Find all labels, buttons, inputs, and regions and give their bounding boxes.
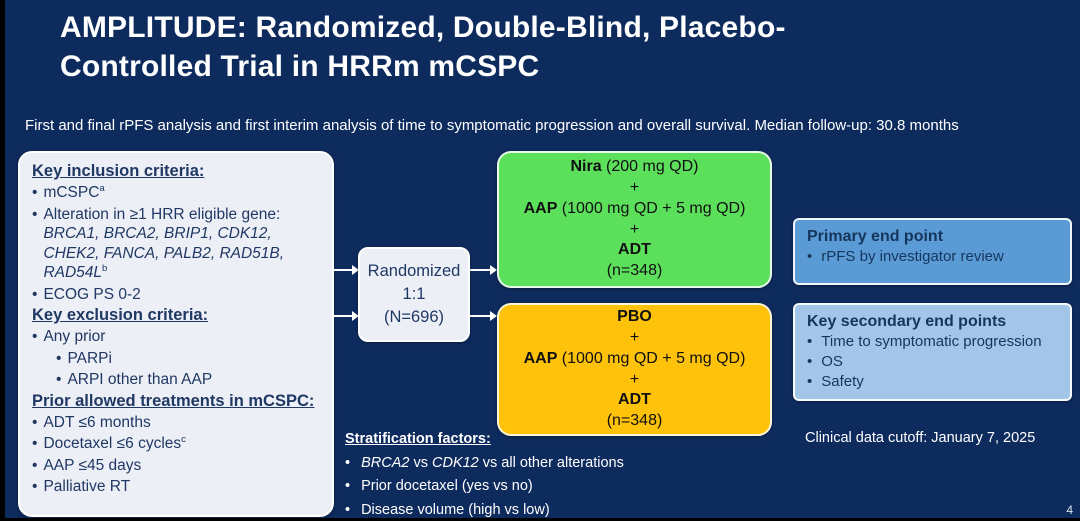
primary-endpoint-box: Primary end point •rPFS by investigator … [793, 218, 1072, 285]
arrow-criteria-to-randomization-bottom [334, 311, 359, 321]
bullet-item: •Docetaxel ≤6 cyclesc [32, 434, 186, 453]
text-line: + [629, 220, 640, 238]
inclusion-criteria-heading: Key inclusion criteria: [32, 162, 205, 180]
bullet-item: •ADT ≤6 months [32, 413, 151, 431]
text-line: AAP (1000 mg QD + 5 mg QD) [523, 349, 746, 367]
secondary-endpoints-heading: Key secondary end points [807, 313, 1007, 330]
criteria-panel: Key inclusion criteria: •mCSPCa •Alterati… [18, 151, 334, 517]
bullet-item: •mCSPCa [32, 182, 105, 201]
bullet-item: •rPFS by investigator review [807, 248, 1004, 265]
page-number: 4 [1066, 503, 1073, 517]
stratification-heading: Stratification factors: [345, 431, 491, 447]
bullet-item: •ARPI other than AAP [56, 371, 213, 389]
inclusion-criteria-list: •mCSPCa •Alteration in ≥1 HRR eligible ge… [32, 183, 324, 304]
primary-endpoint-heading: Primary end point [807, 228, 944, 245]
bottom-edge-band [0, 518, 1080, 521]
text-line: ADT [618, 391, 651, 409]
exclusion-criteria-list: •Any prior •PARPi •ARPI other than AAP [32, 327, 324, 390]
text-line: 1:1 [402, 284, 426, 303]
randomization-box: Randomized 1:1 (N=696) [358, 247, 470, 342]
text-line: ADT [618, 241, 651, 259]
text-line: + [629, 178, 640, 196]
slide-title-line1: AMPLITUDE: Randomized, Double-Blind, Pla… [60, 11, 786, 44]
bullet-item: •Prior docetaxel (yes vs no) [345, 478, 533, 495]
text-line: AAP (1000 mg QD + 5 mg QD) [523, 199, 746, 217]
prior-treatments-section: Prior allowed treatments in mCSPC: •ADT … [32, 392, 324, 497]
text-line: (n=348) [606, 412, 663, 430]
primary-endpoint-list: •rPFS by investigator review [807, 248, 1058, 267]
prior-treatments-heading: Prior allowed treatments in mCSPC: [32, 391, 315, 410]
exclusion-criteria-section: Key exclusion criteria: •Any prior •PARPi… [32, 306, 324, 390]
bullet-item: •ECOG PS 0-2 [32, 285, 141, 303]
arrow-criteria-to-randomization-top [334, 265, 359, 275]
slide-title: AMPLITUDE: Randomized, Double-Blind, Pla… [60, 8, 1020, 86]
bullet-item: •PARPi [56, 349, 112, 367]
bullet-item: •AAP ≤45 days [32, 456, 142, 474]
bullet-item: •OS [807, 352, 843, 370]
text-line: Randomized [367, 261, 461, 280]
arrow-randomization-to-pbo [470, 311, 497, 321]
slide-title-line2: Controlled Trial in HRRm mCSPC [60, 50, 540, 83]
inclusion-criteria-section: Key inclusion criteria: •mCSPCa •Alterati… [32, 162, 324, 304]
bullet-item: •Disease volume (high vs low) [345, 501, 550, 518]
stratification-list: •BRCA2 vs CDK12 vs all other alterations… [345, 454, 790, 519]
arrow-randomization-to-nira [470, 265, 497, 275]
bullet-item: •Safety [807, 372, 864, 390]
left-edge-band [0, 0, 5, 521]
text-line: Nira (200 mg QD) [570, 158, 699, 176]
text-line: + [629, 370, 640, 388]
prior-treatments-list: •ADT ≤6 months •Docetaxel ≤6 cyclesc •AAP … [32, 413, 324, 497]
treatment-arm-nira: Nira (200 mg QD) + AAP (1000 mg QD + 5 mg … [497, 151, 772, 288]
bullet-item: •Any prior [32, 328, 106, 346]
secondary-endpoints-list: •Time to symptomatic progression •OS •Safe… [807, 333, 1058, 392]
stratification-factors: Stratification factors: •BRCA2 vs CDK12 … [345, 431, 790, 521]
slide-subtitle: First and final rPFS analysis and first … [25, 117, 959, 134]
clinical-data-cutoff: Clinical data cutoff: January 7, 2025 [805, 430, 1036, 446]
text-line: (n=348) [606, 262, 663, 280]
treatment-arm-pbo: PBO + AAP (1000 mg QD + 5 mg QD) + ADT (n=348… [497, 303, 772, 436]
bullet-item: •BRCA2 vs CDK12 vs all other alterations [345, 455, 624, 471]
text-line: (N=696) [383, 308, 445, 327]
bullet-item: •Palliative RT [32, 478, 131, 496]
bullet-item: •Time to symptomatic progression [807, 333, 1042, 350]
text-line: PBO [617, 308, 652, 326]
text-line: + [629, 328, 640, 346]
bullet-item: •Alteration in ≥1 HRR eligible gene: BRC… [32, 205, 285, 282]
secondary-endpoints-box: Key secondary end points •Time to sympto… [793, 303, 1072, 401]
exclusion-criteria-heading: Key exclusion criteria: [32, 306, 209, 325]
